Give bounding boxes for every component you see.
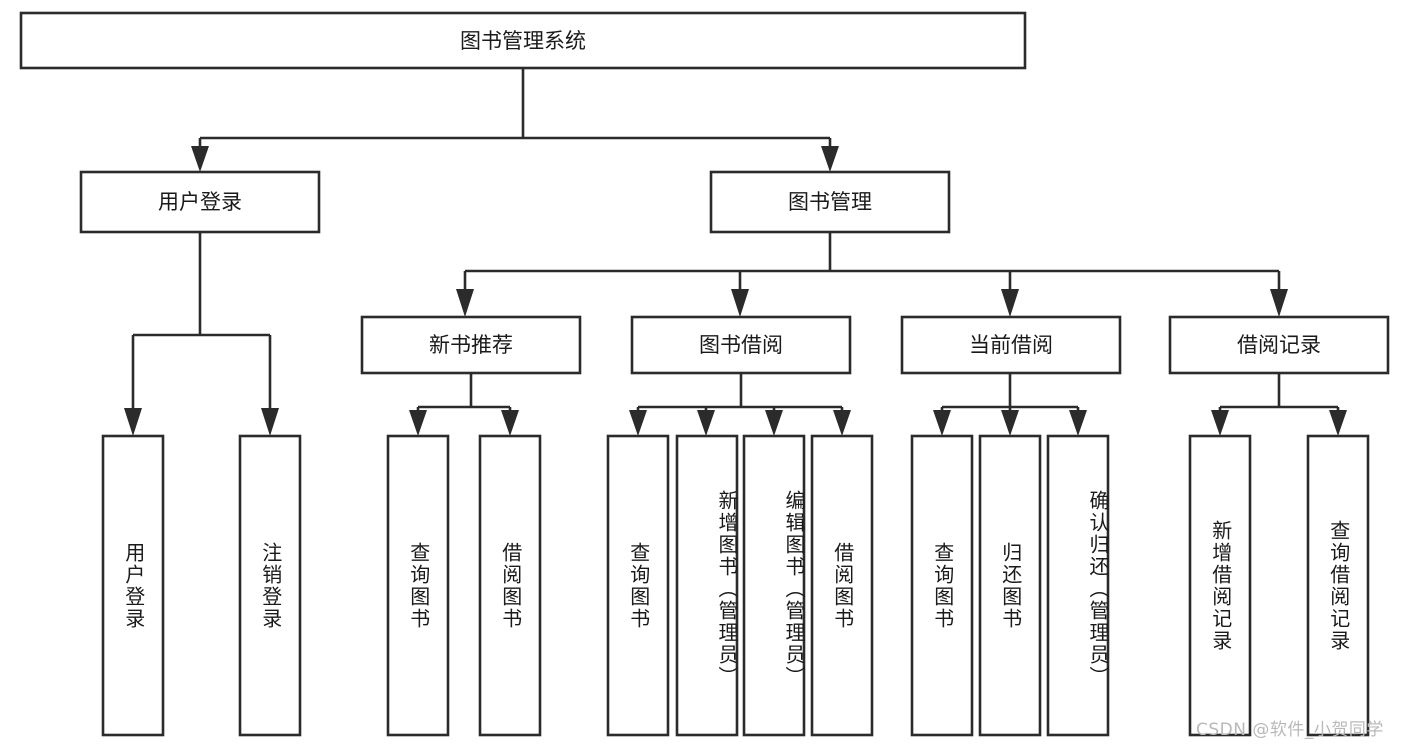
node-leaf-add-book-box[interactable] [675,434,739,737]
node-user-login-label: 用户登录 [158,190,242,214]
node-book-manage[interactable]: 图书管理 [709,170,951,234]
node-book-manage-box[interactable] [709,170,951,234]
node-leaf-query-book-1-box[interactable] [386,434,450,737]
node-leaf-logout-box[interactable] [238,434,302,737]
arrow-head-leaf-edit-book [765,410,783,436]
node-root-box[interactable] [19,11,1027,70]
node-borrow-record[interactable]: 借阅记录 [1168,315,1390,375]
node-book-borrow-box[interactable] [630,315,852,375]
arrow-head-book-manage [821,146,839,172]
node-book-borrow-label: 图书借阅 [699,333,783,357]
node-new-book-recommend[interactable]: 新书推荐 [360,315,582,375]
node-root[interactable]: 图书管理系统 [19,11,1027,70]
arrow-head-borrow-record [1270,289,1288,317]
node-leaf-user-login-box[interactable] [101,434,165,737]
node-leaf-query-book-2-box[interactable] [606,434,670,737]
arrow-head-leaf-return-book [1001,410,1019,436]
node-root-label: 图书管理系统 [460,29,586,53]
arrow-head-current-borrow [1001,289,1019,317]
node-leaf-return-book-box[interactable] [978,434,1042,737]
arrow-head-user-login [191,146,209,172]
node-current-borrow-box[interactable] [900,315,1122,375]
watermark-text: CSDN @软件_小贺同学 [1196,720,1384,740]
node-book-borrow[interactable]: 图书借阅 [630,315,852,375]
connector-layer [124,68,1347,436]
node-new-book-recommend-label: 新书推荐 [429,333,513,357]
arrow-head-leaf-query-record [1329,410,1347,436]
arrow-head-leaf-logout [261,408,279,436]
leaf-layer [101,434,1370,737]
node-new-book-recommend-box[interactable] [360,315,582,375]
node-current-borrow-label: 当前借阅 [969,333,1053,357]
node-book-manage-label: 图书管理 [788,190,872,214]
arrow-head-leaf-user-login [124,408,142,436]
node-leaf-query-record-box[interactable] [1306,434,1370,737]
arrow-head-new-book-recommend [456,289,474,317]
node-leaf-edit-book-box[interactable] [742,434,806,737]
arrow-head-leaf-confirm-return [1069,410,1087,436]
arrow-head-leaf-add-record [1211,410,1229,436]
arrow-head-leaf-borrow-book-1 [501,410,519,436]
node-leaf-add-record-box[interactable] [1188,434,1252,737]
arrow-head-leaf-query-book-2 [629,410,647,436]
node-borrow-record-box[interactable] [1168,315,1390,375]
node-user-login[interactable]: 用户登录 [79,170,321,234]
node-leaf-borrow-book-1-box[interactable] [478,434,542,737]
arrow-head-leaf-query-book-1 [409,410,427,436]
node-leaf-query-book-3-box[interactable] [910,434,974,737]
arrow-head-book-borrow [731,289,749,317]
arrow-head-leaf-add-book [697,410,715,436]
node-leaf-borrow-book-2-box[interactable] [810,434,874,737]
arrow-head-leaf-query-book-3 [933,410,951,436]
node-current-borrow[interactable]: 当前借阅 [900,315,1122,375]
arrow-head-leaf-borrow-book-2 [833,410,851,436]
node-borrow-record-label: 借阅记录 [1237,333,1321,357]
node-user-login-box[interactable] [79,170,321,234]
node-leaf-confirm-return-box[interactable] [1046,434,1110,737]
